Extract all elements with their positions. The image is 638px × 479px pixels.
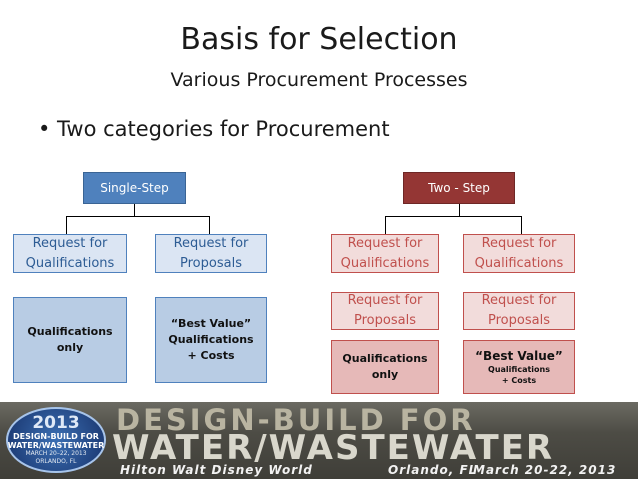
connector-line [66,216,67,234]
connector-line [385,216,386,234]
best-value-title: “Best Value” [475,349,563,363]
connector-line [134,204,135,217]
two-step-rfq-box-left: Request for Qualifications [331,234,439,273]
connector-line [521,216,522,234]
logo-dates: MARCH 20–22, 2013 [25,449,87,457]
logo-line2: WATER/WASTEWATER [7,440,105,450]
two-step-header: Two - Step [403,172,515,204]
banner-headline-2: WATER/WASTEWATER [112,428,555,468]
single-step-rfq-box: Request for Qualifications [13,234,127,273]
single-step-rfp-box: Request for Proposals [155,234,267,273]
banner-city: Orlando, FL [388,463,478,477]
connector-line [385,216,522,217]
logo-place: ORLANDO, FL [35,457,77,465]
slide-subtitle: Various Procurement Processes [170,69,468,91]
two-step-rfp-box-right: Request for Proposals [463,292,575,330]
best-value-detail: Qualifications + Costs [488,365,550,385]
single-step-best-value-box: “Best Value” Qualifications + Costs [155,297,267,383]
logo-line1: DESIGN-BUILD FOR [13,431,99,441]
bullet-point: • Two categories for Procurement [38,117,390,141]
banner-headline-1: DESIGN-BUILD FOR [116,403,476,437]
connector-line [459,204,460,217]
logo-year: 2013 [32,412,80,433]
banner-dates: March 20-22, 2013 [473,463,617,477]
connector-line [209,216,210,234]
connector-line [66,216,210,217]
two-step-qualifications-only-box: Qualifications only [331,340,439,394]
conference-logo: 2013 DESIGN-BUILD FOR WATER/WASTEWATER M… [6,407,106,473]
banner-venue: Hilton Walt Disney World [120,463,313,477]
two-step-rfp-box-left: Request for Proposals [331,292,439,330]
two-step-rfq-box-right: Request for Qualifications [463,234,575,273]
single-step-header: Single-Step [83,172,186,204]
conference-banner [0,402,638,479]
single-step-qualifications-only-box: Qualifications only [13,297,127,383]
slide-title: Basis for Selection [180,22,458,57]
two-step-best-value-box: “Best Value” Qualifications + Costs [463,340,575,394]
